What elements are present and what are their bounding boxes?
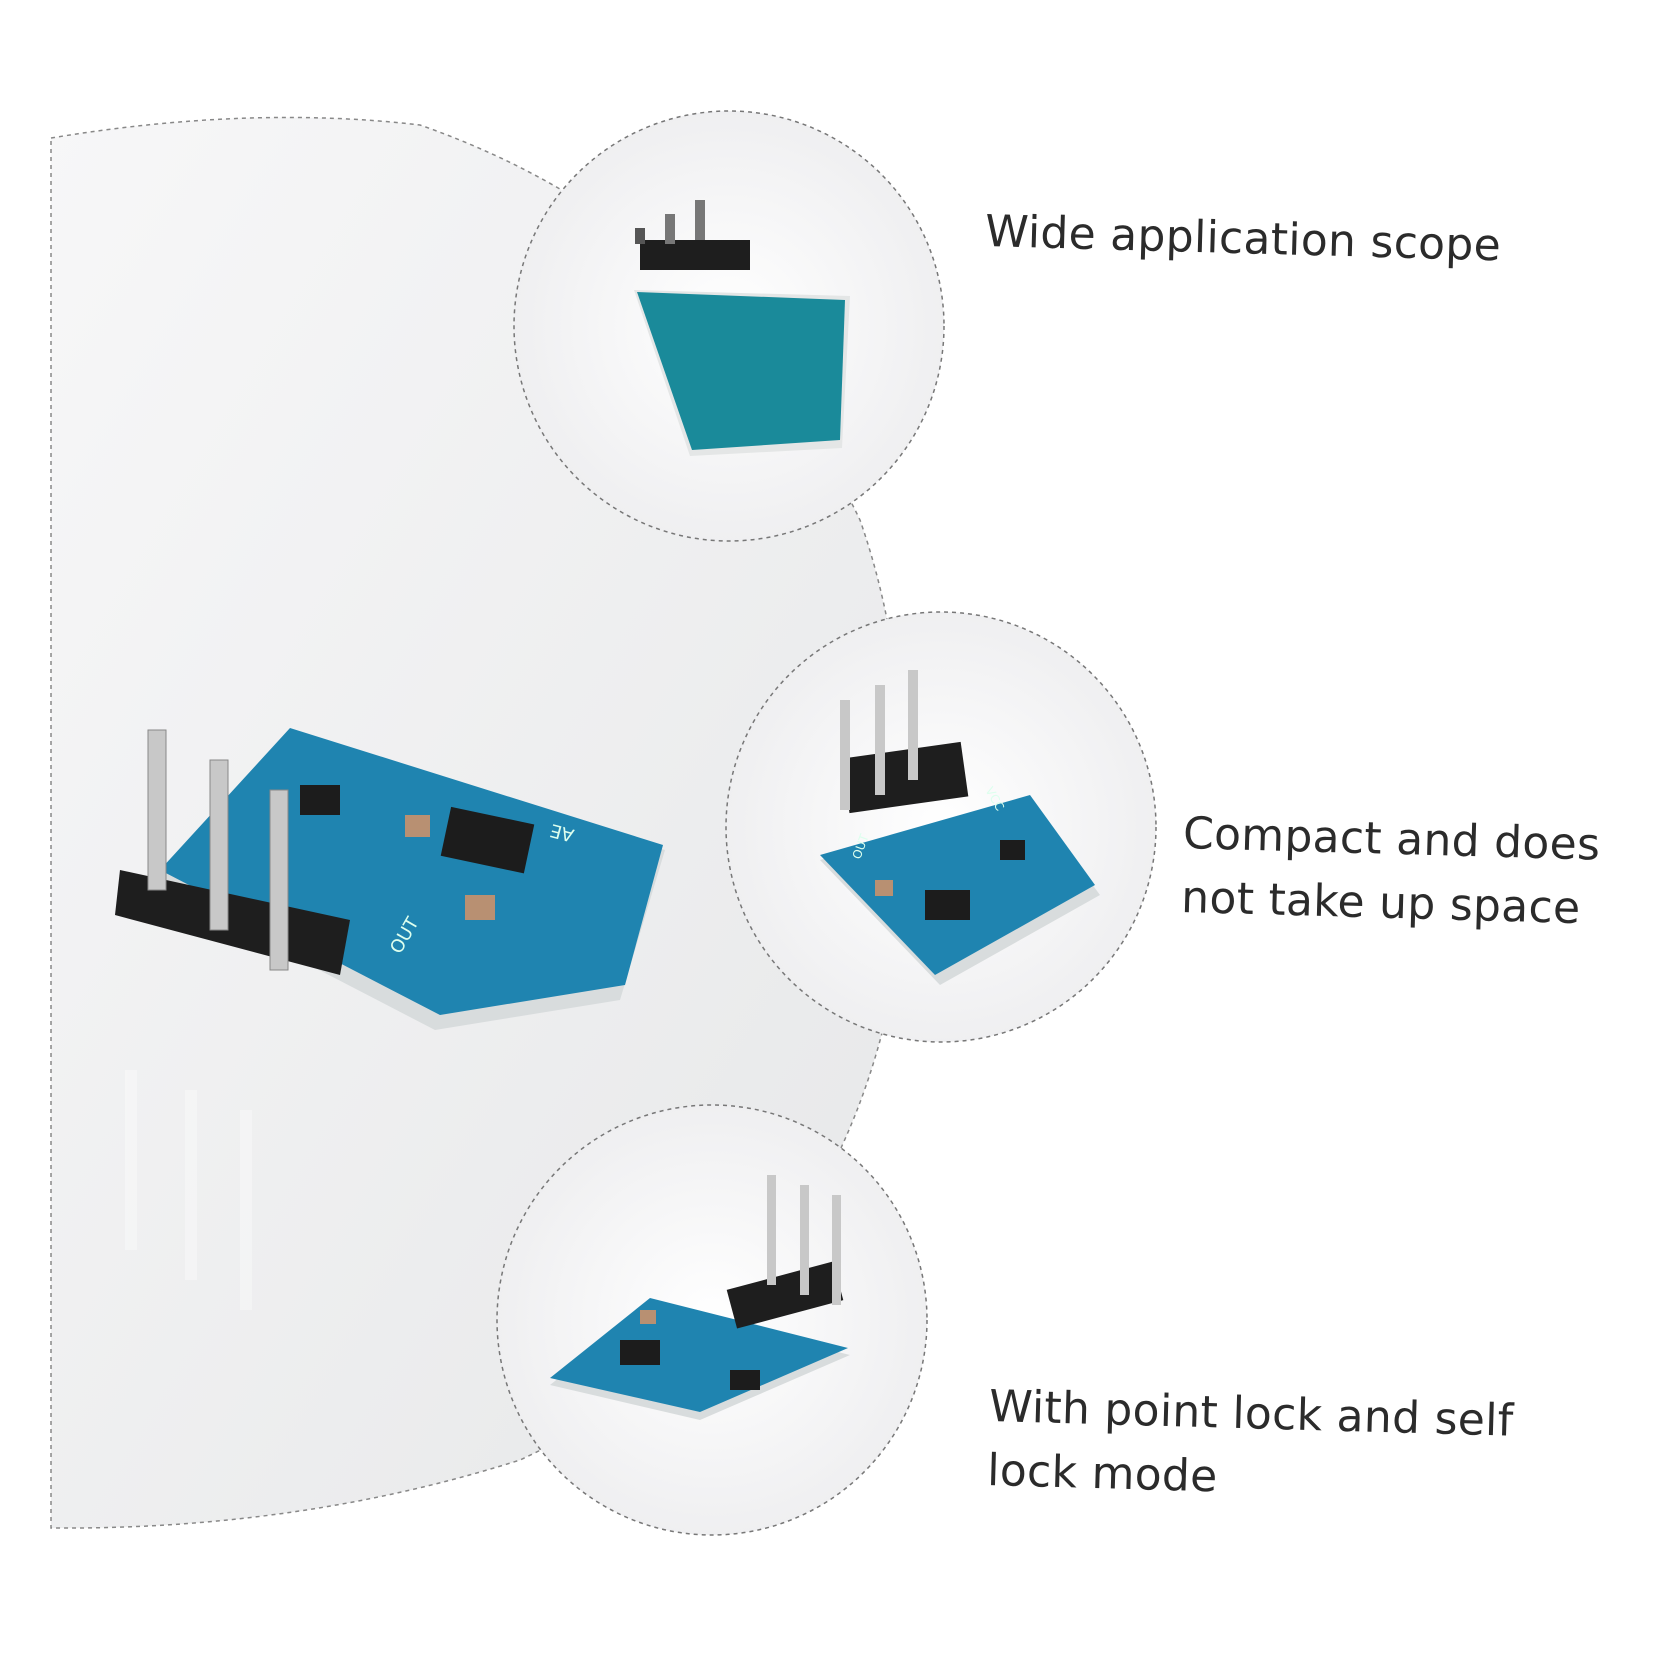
- feature-caption-3: With point lock and self lock mode: [986, 1375, 1515, 1518]
- caption-line: not take up space: [1180, 871, 1582, 935]
- detail-circle-module-front: OUT VCC: [725, 611, 1157, 1043]
- main-touch-sensor-module: AE OUT: [115, 728, 665, 1310]
- caption-line: Compact and does: [1182, 807, 1601, 871]
- detail-circle-touch-pad: [513, 110, 945, 542]
- detail-circle-module-side: [496, 1104, 928, 1536]
- feature-caption-2: Compact and does not take up space: [1180, 802, 1601, 942]
